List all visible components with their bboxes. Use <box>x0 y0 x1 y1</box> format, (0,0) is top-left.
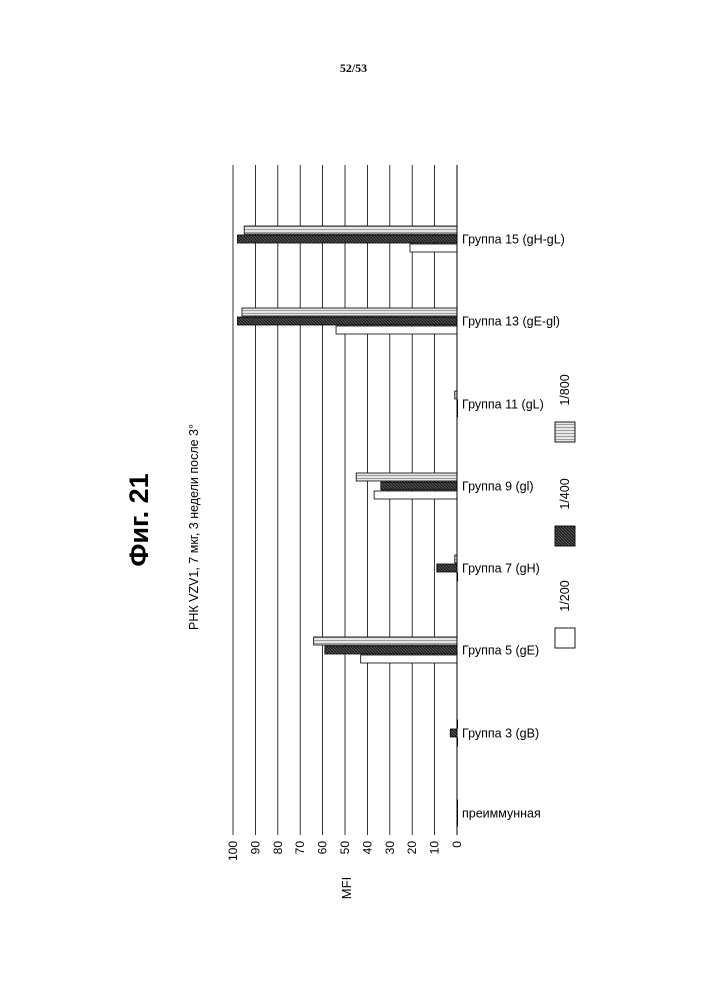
y-tick-label: 30 <box>383 841 397 855</box>
figure-label: Фиг. 21 <box>124 473 154 566</box>
y-tick-label: 50 <box>338 841 352 855</box>
category-label: преиммунная <box>462 807 541 821</box>
category-label: Группа 15 (gH-gL) <box>462 233 565 247</box>
legend: 1/200 1/400 1/800 <box>555 374 575 648</box>
y-tick-label: 20 <box>405 841 419 855</box>
bars <box>237 165 457 835</box>
bar-1-800 <box>356 473 457 481</box>
y-tick-label: 0 <box>450 841 464 848</box>
y-tick-label: 40 <box>360 841 374 855</box>
y-tick-label: 60 <box>316 841 330 855</box>
bar-1-400 <box>437 564 457 572</box>
bar-1-800 <box>242 308 457 316</box>
legend-label: 1/200 <box>558 580 572 611</box>
legend-swatch <box>555 628 575 648</box>
bar-1-400 <box>325 646 457 654</box>
bar-1-400 <box>237 317 457 325</box>
bar-1-400 <box>450 729 457 737</box>
bar-1-400 <box>237 235 457 243</box>
bar-1-200 <box>410 244 457 252</box>
chart-title: РНК VZV1, 7 мкг, 3 недели после 3° <box>187 424 201 630</box>
gridlines <box>233 165 457 835</box>
category-label: Группа 5 (gE) <box>462 644 539 658</box>
legend-swatch <box>555 422 575 442</box>
y-axis-ticks: 0 10 20 30 40 50 60 70 80 90 100 <box>226 841 464 861</box>
bar-1-800 <box>244 226 457 234</box>
bar-1-200 <box>374 491 457 499</box>
y-tick-label: 70 <box>293 841 307 855</box>
bar-1-200 <box>336 326 457 334</box>
legend-label: 1/800 <box>558 374 572 405</box>
bar-1-200 <box>361 655 457 663</box>
legend-label: 1/400 <box>558 478 572 509</box>
y-tick-label: 80 <box>271 841 285 855</box>
category-label: Группа 3 (gB) <box>462 727 539 741</box>
bar-1-800 <box>314 637 457 645</box>
legend-swatch <box>555 526 575 546</box>
category-label: Группа 11 (gL) <box>462 398 544 412</box>
category-label: Группа 13 (gE-gl) <box>462 315 560 329</box>
category-label: Группа 7 (gH) <box>462 562 540 576</box>
y-tick-label: 90 <box>248 841 262 855</box>
category-label: Группа 9 (gl) <box>462 480 534 494</box>
category-labels: преиммунная Группа 3 (gB) Группа 5 (gE) Гру… <box>462 233 565 821</box>
y-tick-label: 10 <box>428 841 442 855</box>
y-axis-label: MFI <box>339 877 354 899</box>
y-tick-label: 100 <box>226 841 240 861</box>
bar-1-400 <box>381 482 457 490</box>
